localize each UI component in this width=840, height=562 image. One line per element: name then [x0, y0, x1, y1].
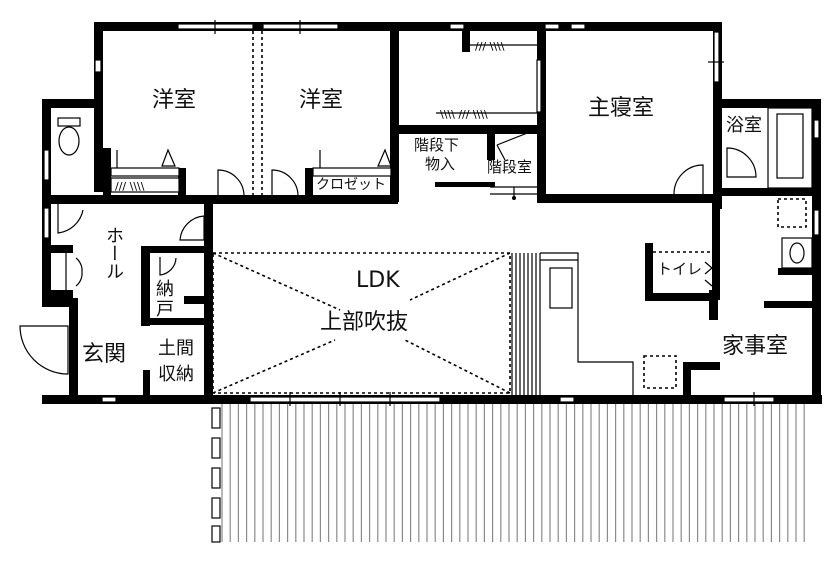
room-label-ldk: LDK [356, 268, 400, 293]
svg-text:/// \\\\: /// \\\\ [475, 40, 505, 53]
stairs [490, 129, 537, 200]
room-label-closet: クロゼット [316, 177, 386, 193]
room-label-toilet: トイレ [657, 260, 703, 278]
room-label-under-stair-storage-1: 階段下 [414, 136, 460, 154]
room-label-pantry-2: 戸 [156, 299, 174, 320]
room-label-utility-room: 家事室 [722, 334, 789, 359]
ldk-open-ceiling-marker [212, 252, 511, 394]
wood-deck [211, 404, 805, 543]
room-label-doma-storage-1: 土間 [158, 338, 194, 359]
svg-text:\\\\ /// \\\\: \\\\ /// \\\\ [440, 108, 488, 121]
room-label-pantry-1: 納 [156, 279, 174, 300]
closet-rods: /// \\\\ /// \\\\ \\\\ /// \\\\ [110, 40, 542, 193]
fixtures [57, 107, 813, 269]
svg-text:/// \\\\: /// \\\\ [115, 180, 145, 193]
windows [43, 20, 820, 406]
room-label-ldk-open-ceiling: 上部吹抜 [320, 310, 409, 335]
kitchen [511, 252, 677, 395]
room-label-stair-room: 階段室 [487, 158, 533, 176]
room-label-western-room-2: 洋室 [299, 88, 344, 113]
room-label-master-bedroom: 主寝室 [588, 96, 655, 121]
room-label-under-stair-storage-2: 物入 [425, 155, 456, 173]
room-label-hall: ホール [103, 226, 124, 280]
room-label-entrance: 玄関 [82, 342, 127, 367]
room-label-doma-storage-2: 収納 [158, 364, 194, 385]
room-label-bathroom: 浴室 [726, 115, 762, 136]
room-label-western-room-1: 洋室 [152, 88, 197, 113]
